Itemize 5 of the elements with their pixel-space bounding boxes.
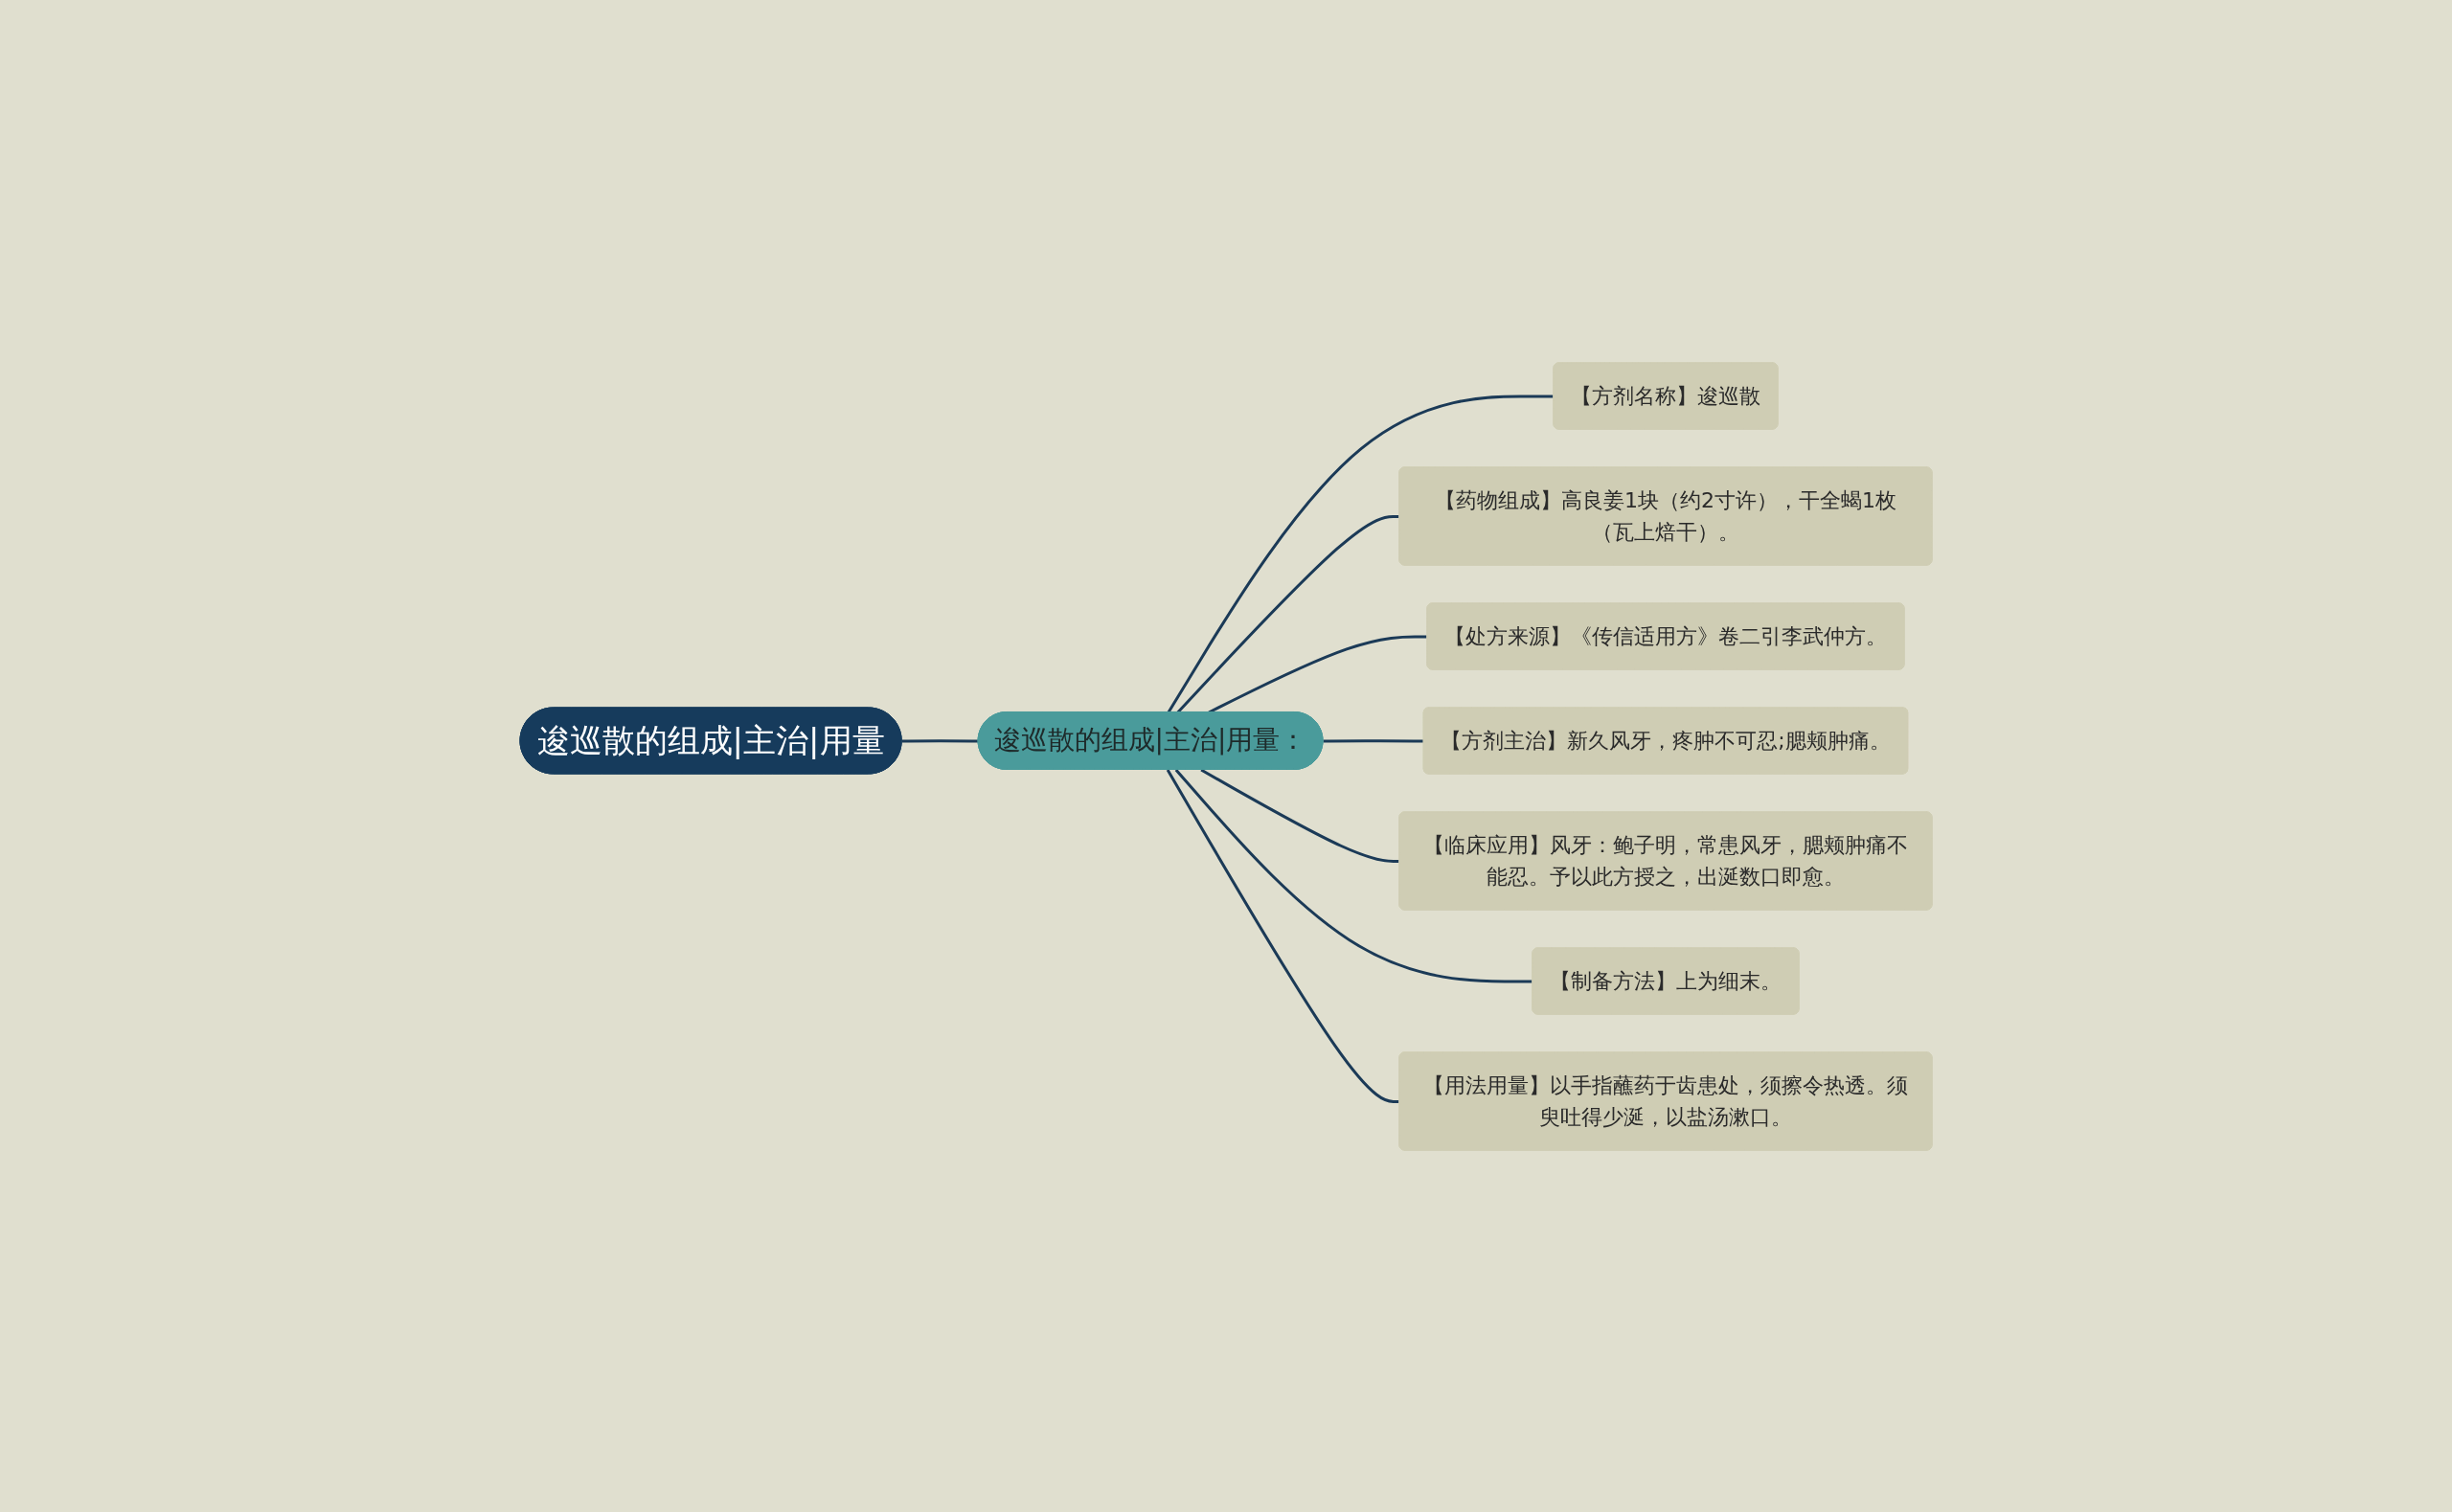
connector bbox=[1200, 768, 1400, 863]
connector bbox=[1166, 768, 1400, 1103]
connector bbox=[901, 738, 979, 742]
connector bbox=[1323, 738, 1424, 742]
connector bbox=[1174, 768, 1533, 982]
